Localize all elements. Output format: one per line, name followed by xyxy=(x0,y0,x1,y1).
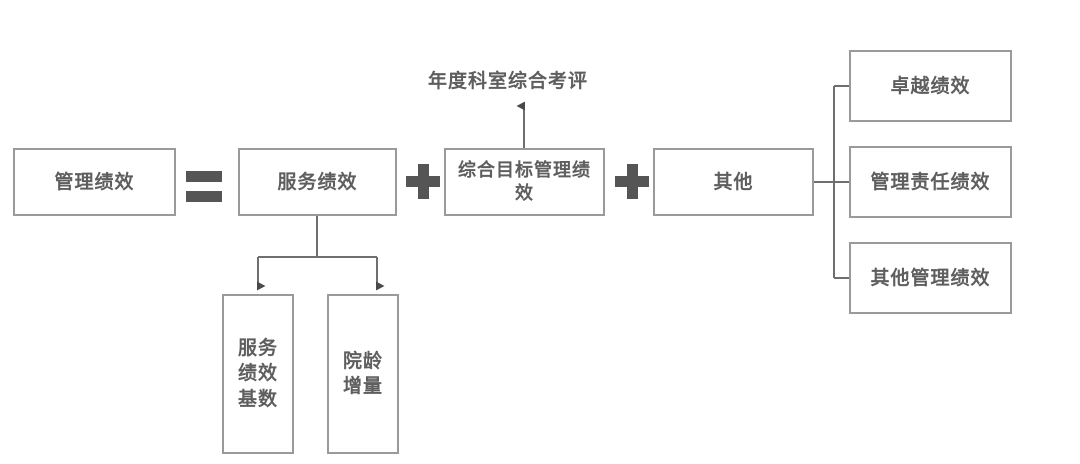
plus-bar-vertical xyxy=(626,164,638,199)
node-management-performance[interactable]: 管理绩效 xyxy=(13,148,176,216)
node-management-responsibility-performance[interactable]: 管理责任绩效 xyxy=(849,146,1012,218)
plus-operator-2 xyxy=(615,164,649,199)
plus-operator-1 xyxy=(406,164,440,199)
plus-bar-vertical xyxy=(417,164,429,199)
node-service-performance-base-label: 服务绩效基数 xyxy=(237,337,278,410)
equals-bar-top xyxy=(186,171,222,182)
node-other[interactable]: 其他 xyxy=(653,148,814,216)
node-hospital-tenure-increment-label: 院龄增量 xyxy=(342,349,383,397)
annual-department-review-caption: 年度科室综合考评 xyxy=(428,70,589,92)
node-service-performance[interactable]: 服务绩效 xyxy=(238,148,397,216)
equals-operator xyxy=(186,171,222,202)
equals-bar-bottom xyxy=(186,191,222,202)
node-other-management-performance[interactable]: 其他管理绩效 xyxy=(849,242,1012,314)
node-hospital-tenure-increment[interactable]: 院龄增量 xyxy=(327,294,399,454)
node-excellence-performance[interactable]: 卓越绩效 xyxy=(849,50,1012,122)
node-comprehensive-goal-management-performance[interactable]: 综合目标管理绩效 xyxy=(444,148,605,216)
node-service-performance-base[interactable]: 服务绩效基数 xyxy=(222,294,294,454)
